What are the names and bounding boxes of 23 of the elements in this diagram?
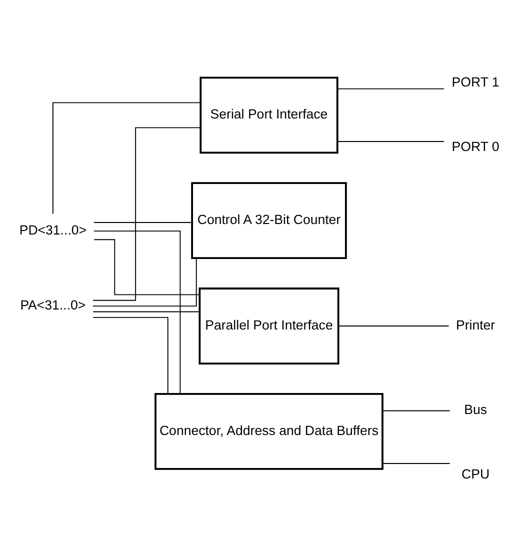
node-box: Serial Port Interface: [200, 76, 338, 154]
connector: [92, 316, 168, 394]
node-text: PORT 0: [452, 138, 500, 154]
node-text: CPU: [462, 466, 490, 482]
node-text: Bus: [464, 402, 487, 417]
node-text: PA<31...0>: [20, 297, 86, 312]
node-box: Parallel Port Interface: [198, 287, 340, 364]
connector: [337, 88, 444, 89]
node-text: PD<31...0>: [19, 222, 87, 238]
connector: [92, 126, 201, 300]
connector: [382, 410, 450, 411]
connector: [382, 462, 450, 464]
connector: [92, 257, 197, 306]
node-box: Connector, Address and Data Buffers: [154, 392, 384, 470]
connector: [93, 230, 181, 394]
connector: [92, 310, 200, 312]
connector: [338, 325, 450, 326]
connector: [94, 238, 200, 295]
node-box: Control A 32-Bit Counter: [191, 182, 347, 259]
node-text: Printer: [456, 317, 496, 332]
node-text: PORT 1: [452, 74, 500, 89]
connector: [52, 102, 201, 214]
connector: [337, 140, 444, 142]
